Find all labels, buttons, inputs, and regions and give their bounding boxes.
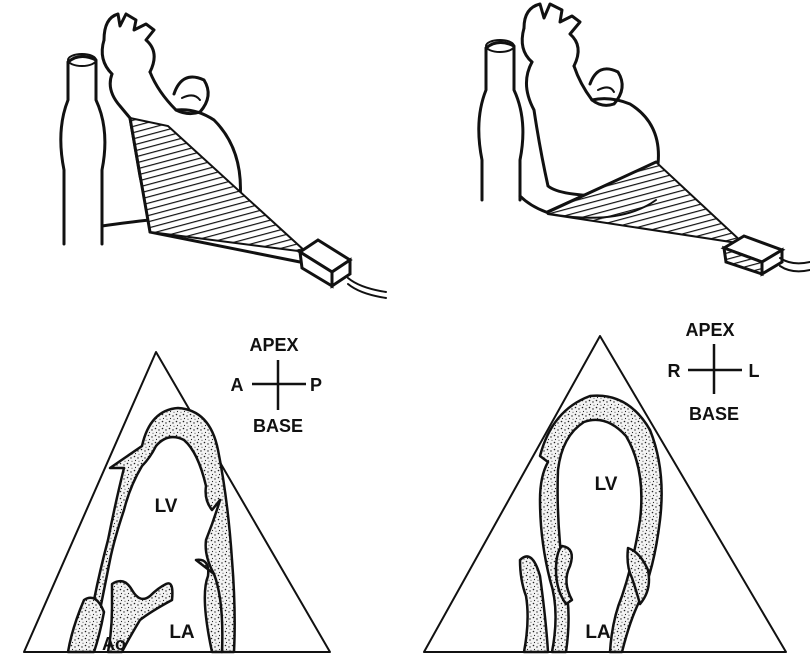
vena-cava-left — [61, 56, 105, 244]
orientation-cross-right: APEX R L BASE — [668, 320, 760, 424]
la-label-left: LA — [169, 622, 195, 643]
lv-wall-right — [540, 396, 662, 652]
left-side-label: L — [749, 361, 760, 381]
apex-label-right: APEX — [685, 320, 734, 340]
orientation-cross-left: APEX A P BASE — [231, 335, 323, 436]
ultrasound-beam-right — [546, 162, 744, 244]
transducer-right — [724, 236, 810, 274]
apex-label-left: APEX — [249, 335, 298, 355]
sector-view-right: LV LA — [424, 336, 786, 652]
lv-label-left: LV — [155, 496, 178, 517]
ultrasound-beam-left — [130, 118, 306, 252]
heart-illustration-right — [479, 4, 810, 274]
vena-cava-right — [479, 42, 523, 200]
la-label-right: LA — [585, 622, 611, 643]
base-label-right: BASE — [689, 404, 739, 424]
sector-view-left: LV LA Ao — [24, 352, 330, 654]
transducer-left — [300, 240, 386, 298]
ao-label-left: Ao — [102, 634, 126, 654]
base-label-left: BASE — [253, 416, 303, 436]
right-side-label: R — [668, 361, 681, 381]
posterior-label: P — [310, 375, 322, 395]
lv-label-right: LV — [595, 474, 618, 495]
anterior-label: A — [231, 375, 244, 395]
aortic-arch-right — [524, 4, 580, 66]
aortic-arch-left — [104, 14, 154, 72]
heart-illustration-left — [61, 14, 386, 298]
